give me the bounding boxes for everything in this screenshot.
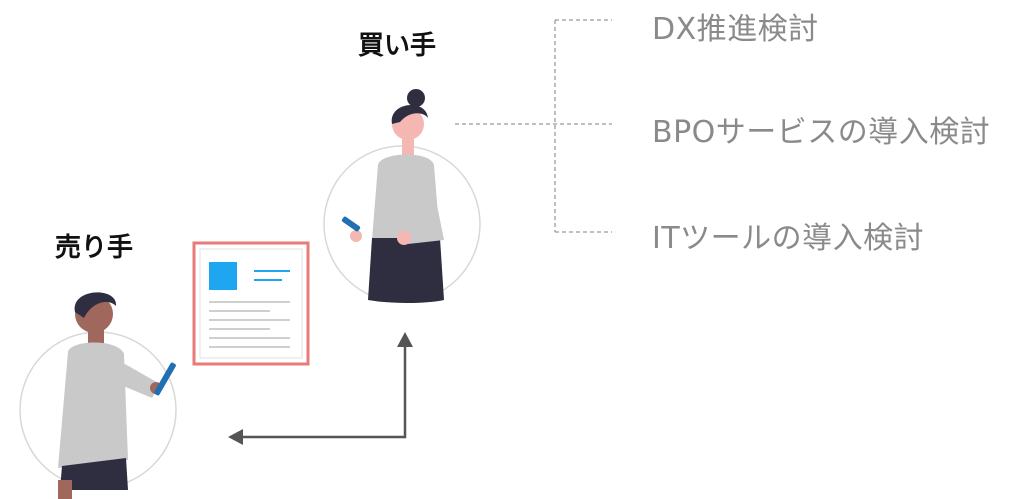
seller-person-illustration (19, 292, 177, 499)
seller-phone-icon (154, 362, 176, 396)
document-text-lines (209, 301, 290, 348)
flow-arrow-line (243, 345, 407, 439)
needs-connector (455, 19, 612, 233)
need-item-bpo: BPOサービスの導入検討 (652, 115, 991, 150)
arrow-head-up (397, 332, 413, 347)
buyer-phone-icon (341, 216, 361, 232)
flow-arrow (228, 332, 413, 445)
need-item-dx: DX推進検討 (652, 12, 819, 47)
arrow-head-left (228, 429, 243, 445)
seller-label: 売り手 (55, 233, 134, 263)
need-item-it-tools: ITツールの導入検討 (652, 221, 925, 256)
buyer-label: 買い手 (358, 31, 437, 61)
document-image-block (209, 262, 237, 290)
document-card (192, 241, 310, 366)
buyer-person-illustration (323, 89, 481, 303)
